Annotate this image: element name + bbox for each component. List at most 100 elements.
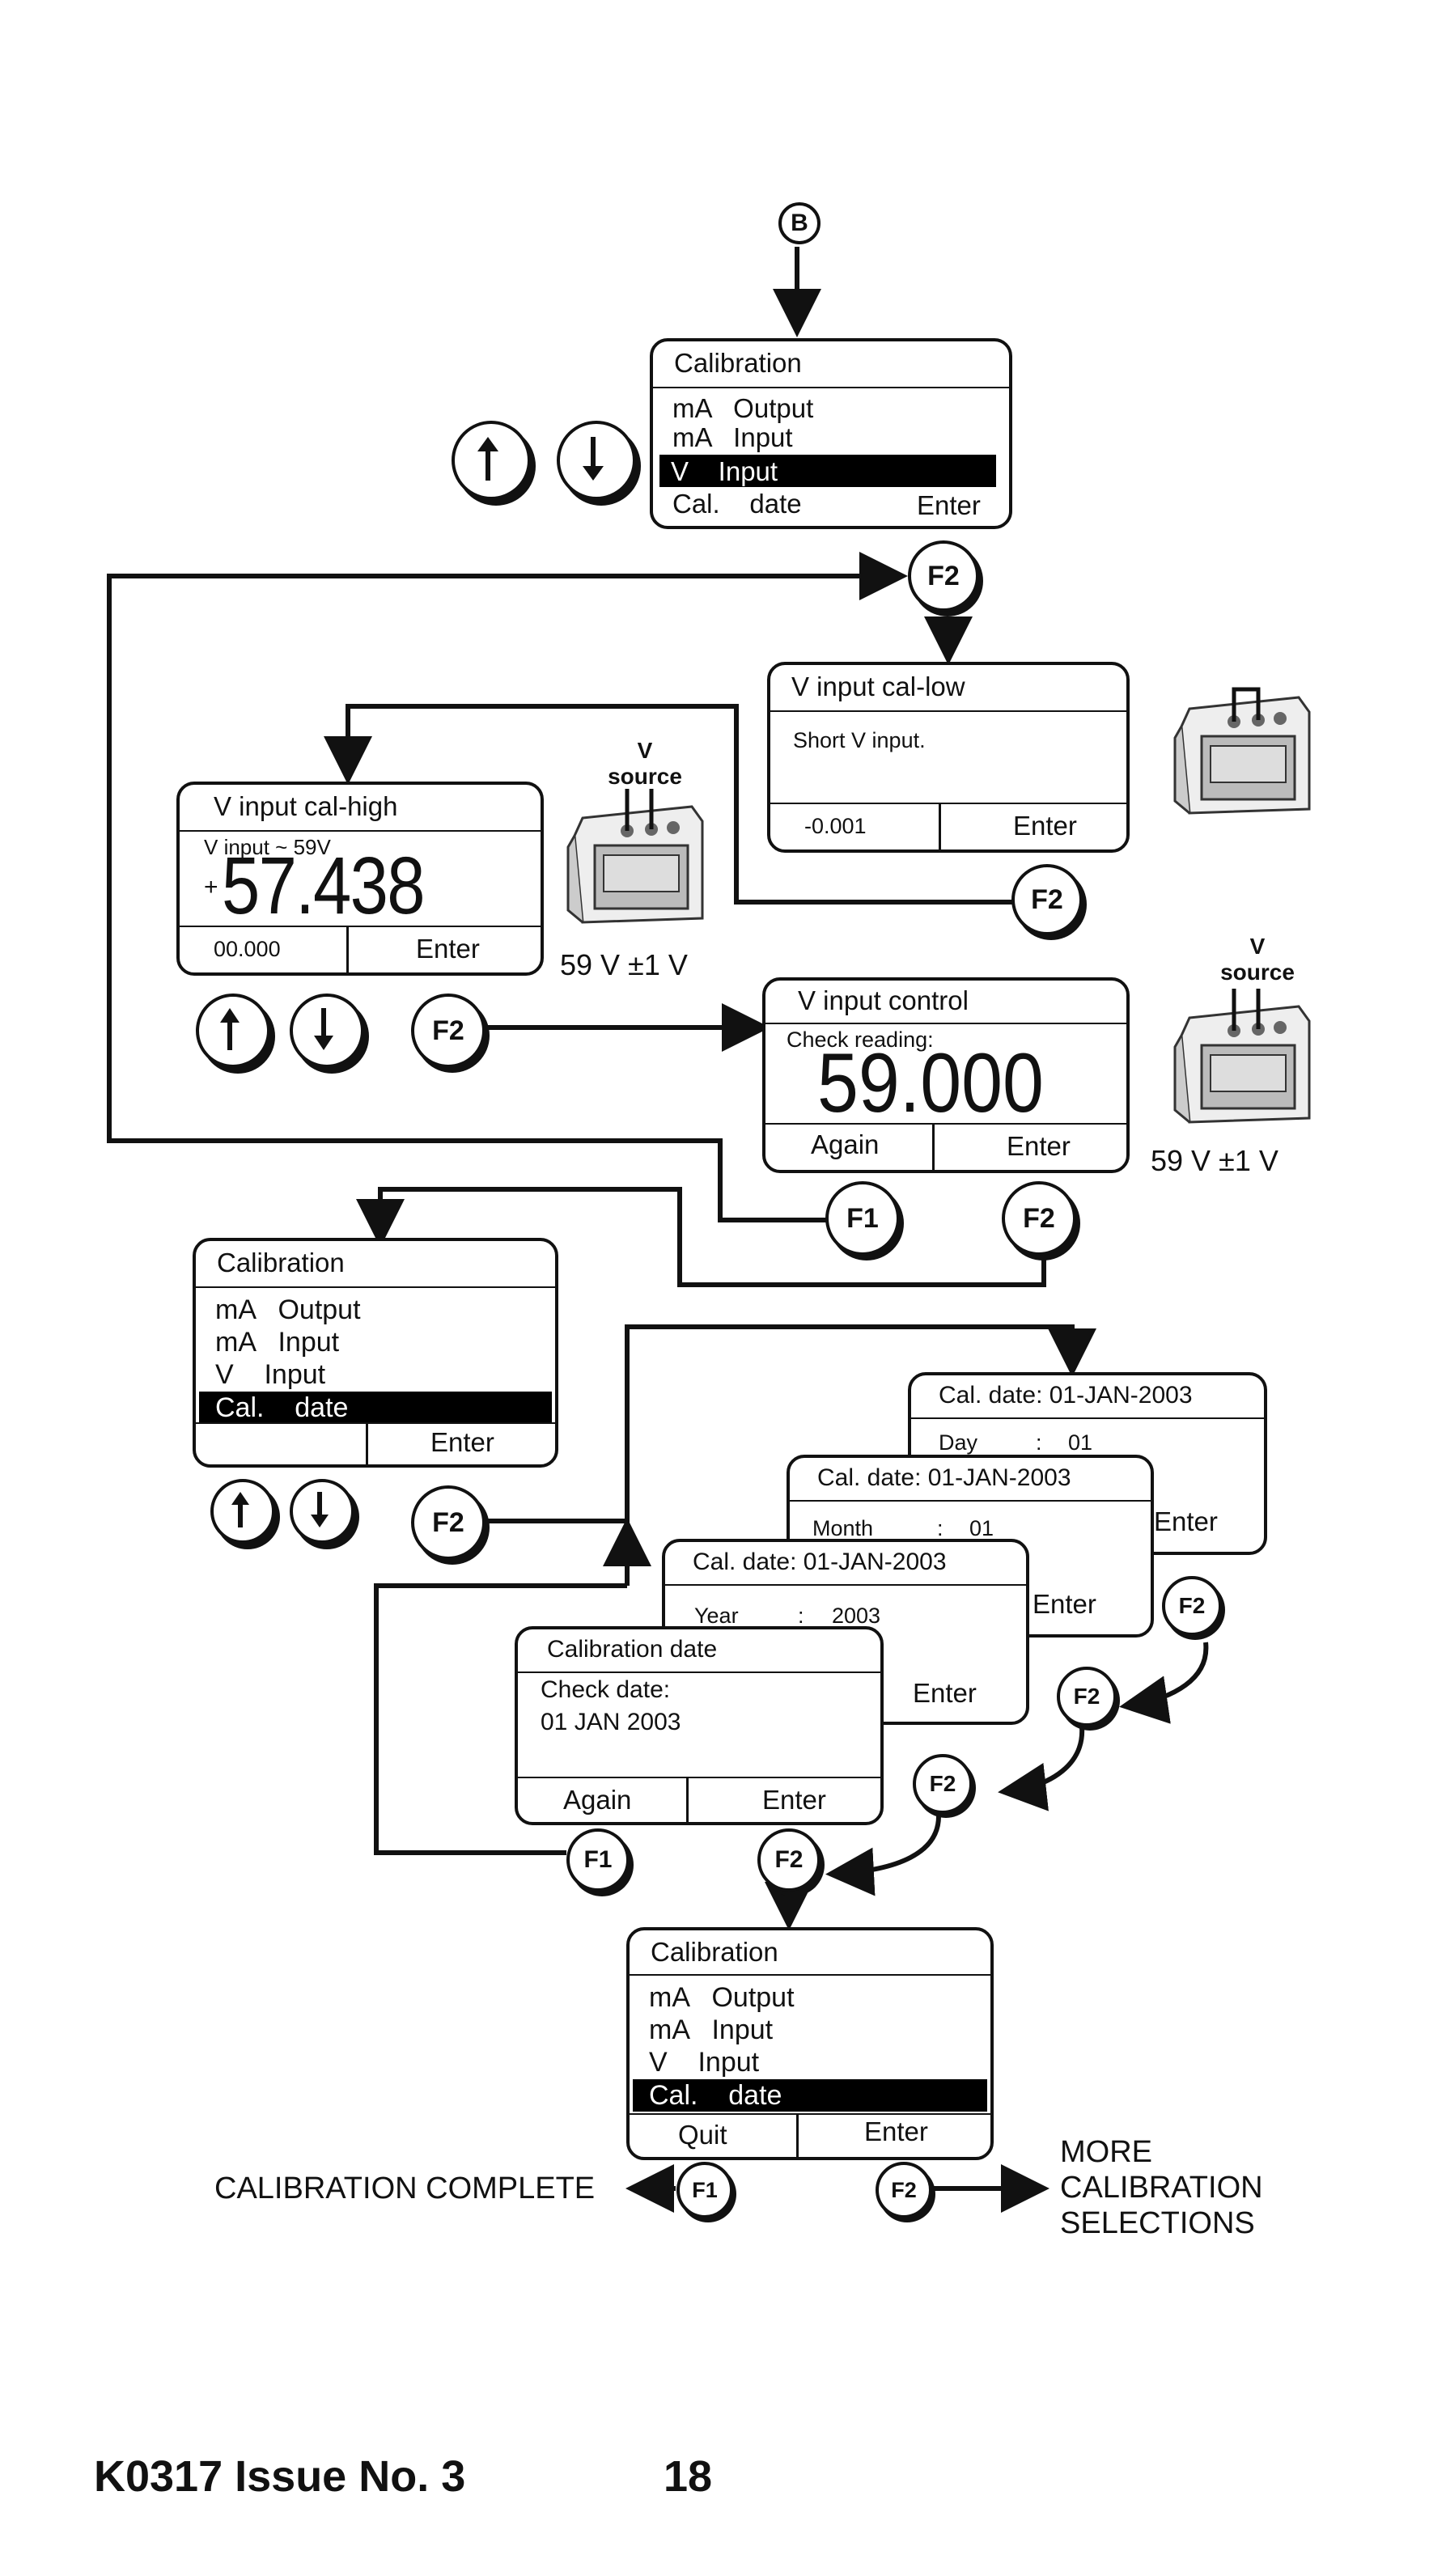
f1-key-complete-label: F1 — [692, 2177, 718, 2202]
f1-key-complete[interactable]: F1 — [676, 2162, 733, 2218]
month-enter[interactable]: Enter — [1033, 1589, 1096, 1619]
menu1-title-bar: Calibration — [653, 341, 1009, 388]
down-arrow-icon — [314, 1008, 333, 1050]
f1-key-control-label: F1 — [846, 1202, 879, 1234]
menu1-item-ma-input[interactable]: mA Input — [672, 422, 793, 452]
down-arrow-icon — [583, 437, 604, 481]
month-field: Month — [812, 1516, 874, 1540]
f1-key-cal-date[interactable]: F1 — [566, 1828, 630, 1892]
f2-key-cal-low[interactable]: F2 — [1011, 864, 1083, 935]
menu3-footer-divider — [796, 2115, 799, 2157]
cal-high-title-bar: V input cal-high — [180, 785, 541, 832]
menu1-item-v-input-label: V Input — [671, 456, 778, 486]
cal-high-value: 00.000 — [214, 937, 281, 961]
menu2-item-v-input[interactable]: V Input — [215, 1359, 326, 1390]
connector-b-label: B — [791, 210, 808, 236]
day-enter[interactable]: Enter — [1154, 1506, 1218, 1536]
menu3-item-v-input[interactable]: V Input — [649, 2047, 760, 2078]
cal-low-footer-divider — [939, 804, 941, 849]
calibrator-device-image-1 — [1173, 687, 1311, 815]
f2-key-more[interactable]: F2 — [876, 2162, 932, 2218]
f1-key-cal-date-label: F1 — [583, 1846, 613, 1873]
day-colon: : — [1036, 1430, 1042, 1455]
menu3-item-cal-date[interactable]: Cal. date — [633, 2079, 987, 2112]
menu2-title-bar: Calibration — [196, 1241, 555, 1288]
v-source-label-2-line1: V — [1249, 934, 1266, 959]
cal-high-sub: V input ~ 59V — [204, 835, 331, 859]
f1-key-control[interactable]: F1 — [825, 1181, 900, 1256]
f2-key-more-label: F2 — [891, 2177, 917, 2202]
up-arrow-icon — [231, 1492, 249, 1527]
cal-low-title-bar: V input cal-low — [770, 665, 1126, 712]
f2-key-cal-high[interactable]: F2 — [411, 994, 486, 1068]
calibration-complete-label: CALIBRATION COMPLETE — [214, 2171, 596, 2205]
down-arrow-button-2[interactable] — [290, 994, 364, 1068]
f2-key-top[interactable]: F2 — [908, 540, 979, 612]
cal-high-title: V input cal-high — [214, 791, 398, 821]
year-enter[interactable]: Enter — [913, 1678, 977, 1708]
f2-key-year-label: F2 — [929, 1771, 956, 1796]
calibrator-device-image-2 — [566, 789, 704, 924]
menu1-enter[interactable]: Enter — [917, 490, 981, 520]
calibration-menu-1: Calibration mA Output mA Input V Input C… — [650, 338, 1012, 529]
down-arrow-icon — [311, 1492, 329, 1527]
more-selections-label: MORE CALIBRATION SELECTIONS — [1060, 2134, 1263, 2241]
cal-high-enter[interactable]: Enter — [416, 934, 480, 964]
down-arrow-button-1[interactable] — [557, 421, 636, 500]
up-arrow-button-2[interactable] — [196, 994, 270, 1068]
more-line-2: CALIBRATION — [1060, 2171, 1263, 2205]
f2-key-day-label: F2 — [1178, 1593, 1206, 1618]
menu3-enter[interactable]: Enter — [864, 2116, 928, 2146]
year-title-bar: Cal. date: 01-JAN-2003 — [665, 1542, 1026, 1586]
cal-date-again[interactable]: Again — [563, 1785, 632, 1815]
f2-key-year[interactable]: F2 — [913, 1754, 973, 1814]
menu3-quit[interactable]: Quit — [678, 2120, 727, 2150]
cal-low-value: -0.001 — [804, 814, 867, 838]
v-source-label-1: V source — [603, 738, 687, 790]
menu3-item-cal-date-label: Cal. date — [649, 2080, 782, 2111]
down-arrow-button-3[interactable] — [290, 1479, 354, 1544]
menu3-item-ma-output[interactable]: mA Output — [649, 1982, 795, 2013]
up-arrow-button-3[interactable] — [210, 1479, 275, 1544]
up-arrow-button-1[interactable] — [452, 421, 531, 500]
cal-low-title: V input cal-low — [791, 672, 965, 701]
day-title-bar: Cal. date: 01-JAN-2003 — [911, 1375, 1264, 1419]
f2-key-cal-date[interactable]: F2 — [757, 1828, 821, 1892]
cal-date-date: 01 JAN 2003 — [541, 1709, 681, 1735]
menu1-item-cal-date[interactable]: Cal. date — [672, 489, 802, 519]
menu3-footer: Quit Enter — [630, 2113, 990, 2157]
calibrator-device-image-3 — [1173, 989, 1311, 1124]
control-footer-divider — [932, 1125, 935, 1170]
control-reading: 59.000 — [817, 1036, 1044, 1130]
month-title: Cal. date: 01-JAN-2003 — [817, 1464, 1071, 1491]
f2-key-cal-low-label: F2 — [1031, 883, 1063, 915]
cal-date-enter[interactable]: Enter — [762, 1785, 826, 1815]
menu1-item-ma-output[interactable]: mA Output — [672, 393, 814, 423]
cal-low-enter[interactable]: Enter — [1013, 811, 1077, 841]
year-value: 2003 — [832, 1604, 881, 1628]
menu2-enter[interactable]: Enter — [430, 1427, 494, 1457]
f2-key-menu2[interactable]: F2 — [411, 1485, 486, 1560]
menu2-footer: Enter — [196, 1422, 555, 1464]
menu2-item-ma-input[interactable]: mA Input — [215, 1327, 340, 1358]
cal-date-title-bar: Calibration date — [518, 1629, 880, 1673]
v-source-label-2: V source — [1215, 934, 1300, 985]
v-input-cal-high-screen: V input cal-high V input ~ 59V + 57.438 … — [176, 782, 544, 976]
menu3-item-ma-input[interactable]: mA Input — [649, 2015, 774, 2045]
f2-key-day[interactable]: F2 — [1162, 1576, 1222, 1636]
cal-low-footer: -0.001 Enter — [770, 803, 1126, 849]
menu2-item-ma-output[interactable]: mA Output — [215, 1294, 361, 1325]
control-enter[interactable]: Enter — [1007, 1131, 1071, 1161]
f2-key-control[interactable]: F2 — [1002, 1181, 1076, 1256]
control-again[interactable]: Again — [811, 1129, 880, 1159]
spec-label-1: 59 V ±1 V — [560, 948, 688, 981]
year-field: Year — [694, 1604, 739, 1628]
menu3-title: Calibration — [651, 1937, 778, 1967]
calibration-menu-2: Calibration mA Output mA Input V Input C… — [193, 1238, 558, 1468]
v-source-label-2-line2: source — [1220, 960, 1295, 985]
menu2-title: Calibration — [217, 1248, 345, 1277]
menu1-item-v-input[interactable]: V Input — [659, 455, 996, 487]
day-title: Cal. date: 01-JAN-2003 — [939, 1382, 1193, 1409]
f2-key-month[interactable]: F2 — [1057, 1667, 1117, 1727]
menu2-item-cal-date[interactable]: Cal. date — [199, 1392, 552, 1424]
